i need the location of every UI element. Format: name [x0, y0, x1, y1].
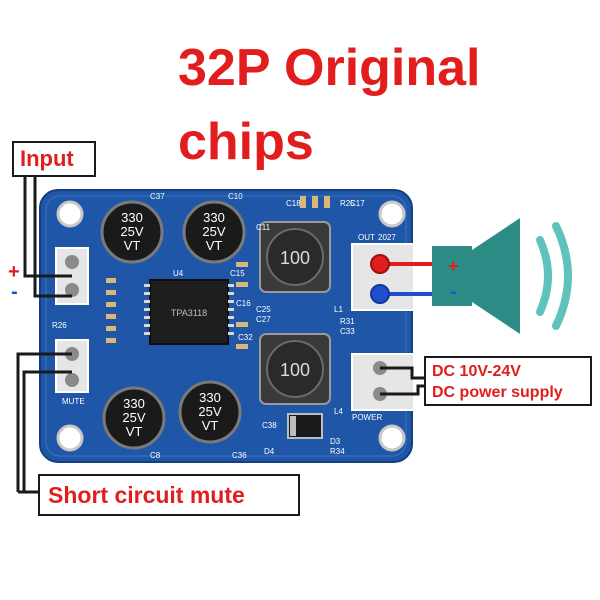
- inductor-top: 100: [259, 221, 331, 293]
- svg-text:U4: U4: [173, 269, 184, 278]
- svg-text:R31: R31: [340, 317, 355, 326]
- svg-text:OUT: OUT: [358, 233, 375, 242]
- svg-text:330: 330: [121, 210, 143, 225]
- svg-text:VT: VT: [202, 418, 219, 433]
- input-callout: Input: [12, 141, 96, 177]
- svg-text:VT: VT: [124, 238, 141, 253]
- mounting-hole: [378, 200, 406, 228]
- svg-text:25V: 25V: [198, 404, 221, 419]
- svg-text:C15: C15: [230, 269, 245, 278]
- power-wire-1: [380, 366, 424, 380]
- dc-power-callout: DC 10V-24V DC power supply: [424, 356, 592, 406]
- power-wire-2: [380, 384, 424, 396]
- input-minus-sign: -: [11, 281, 18, 303]
- svg-text:R25: R25: [340, 199, 355, 208]
- mute-wire-1: [16, 352, 72, 492]
- mute-wire-2: [22, 370, 72, 492]
- svg-text:330: 330: [203, 210, 225, 225]
- svg-text:C8: C8: [150, 451, 161, 460]
- speaker-terminal-minus: [370, 284, 390, 304]
- mounting-hole: [378, 424, 406, 452]
- svg-text:C38: C38: [262, 421, 277, 430]
- svg-text:C16: C16: [236, 299, 251, 308]
- capacitor-top-left: 330 25V VT: [100, 200, 164, 264]
- dc-voltage-label: DC 10V-24V: [432, 363, 521, 380]
- svg-text:25V: 25V: [122, 410, 145, 425]
- dc-supply-label: DC power supply: [432, 384, 563, 401]
- svg-text:100: 100: [280, 248, 310, 268]
- mounting-hole: [56, 200, 84, 228]
- svg-text:L4: L4: [334, 407, 343, 416]
- inductor-bottom: 100: [259, 333, 331, 405]
- svg-text:C36: C36: [232, 451, 247, 460]
- svg-text:L1: L1: [334, 305, 343, 314]
- svg-text:R34: R34: [330, 447, 345, 456]
- svg-text:R26: R26: [52, 321, 67, 330]
- svg-text:C33: C33: [340, 327, 355, 336]
- svg-text:25V: 25V: [202, 224, 225, 239]
- svg-text:25V: 25V: [120, 224, 143, 239]
- mute-callout: Short circuit mute: [38, 474, 300, 516]
- capacitor-bottom-left: 330 25V VT: [102, 386, 166, 450]
- svg-text:C17: C17: [350, 199, 365, 208]
- svg-text:D3: D3: [330, 437, 341, 446]
- svg-text:C11: C11: [256, 223, 271, 232]
- svg-text:-: -: [450, 281, 457, 303]
- svg-text:C18: C18: [286, 199, 301, 208]
- capacitor-bottom-right: 330 25V VT: [178, 380, 242, 444]
- svg-text:C25: C25: [256, 305, 271, 314]
- capacitor-top-right: 330 25V VT: [182, 200, 246, 264]
- headline-line-1: 32P Original: [178, 39, 481, 97]
- amplifier-chip: TPA3118: [149, 279, 229, 345]
- svg-text:TPA3118: TPA3118: [171, 308, 207, 318]
- speaker-terminal-plus: [370, 254, 390, 274]
- svg-text:330: 330: [123, 396, 145, 411]
- svg-text:C32: C32: [238, 333, 253, 342]
- svg-text:VT: VT: [206, 238, 223, 253]
- svg-text:D4: D4: [264, 447, 275, 456]
- speaker-icon: + -: [432, 218, 572, 334]
- svg-text:POWER: POWER: [352, 413, 382, 422]
- input-wire-minus: [33, 176, 72, 298]
- input-plus-sign: +: [8, 261, 20, 283]
- svg-text:330: 330: [199, 390, 221, 405]
- svg-text:100: 100: [280, 360, 310, 380]
- mounting-hole: [56, 424, 84, 452]
- svg-text:C37: C37: [150, 192, 165, 201]
- svg-text:C27: C27: [256, 315, 271, 324]
- svg-text:MUTE: MUTE: [62, 397, 85, 406]
- svg-text:2027: 2027: [378, 233, 396, 242]
- svg-text:C10: C10: [228, 192, 243, 201]
- input-wire-plus: [23, 176, 72, 278]
- headline-line-2: chips: [178, 113, 314, 171]
- svg-text:VT: VT: [126, 424, 143, 439]
- svg-text:+: +: [448, 256, 459, 276]
